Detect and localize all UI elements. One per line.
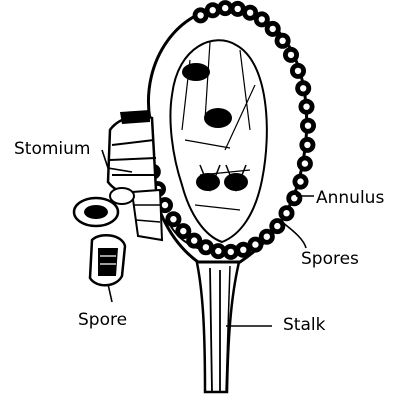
annulus-bead-lumen (304, 142, 310, 148)
spores-cluster (74, 188, 134, 226)
annulus-bead-lumen (191, 237, 197, 243)
annulus-bead-lumen (247, 10, 253, 16)
annulus-bead-lumen (197, 12, 203, 18)
label-spores: Spores (301, 249, 359, 269)
annulus-bead-lumen (222, 5, 228, 11)
label-spore: Spore (78, 310, 127, 330)
annulus-bead-lumen (259, 16, 265, 22)
annulus-bead-lumen (252, 241, 258, 247)
annulus-bead-lumen (264, 234, 270, 240)
label-stomium: Stomium (14, 139, 90, 159)
annulus-bead-lumen (170, 216, 176, 222)
annulus-bead-lumen (295, 68, 301, 74)
spore-shape (90, 235, 125, 285)
stalk-shape (196, 258, 240, 392)
annulus-bead-lumen (228, 249, 234, 255)
annulus-bead-lumen (302, 160, 308, 166)
annulus-bead-lumen (288, 52, 294, 58)
spores-leader (282, 222, 306, 248)
annulus-bead-lumen (297, 178, 303, 184)
annulus-bead-lumen (279, 38, 285, 44)
annulus-bead-lumen (305, 123, 311, 129)
annulus-bead-lumen (240, 247, 246, 253)
annulus-bead-lumen (303, 104, 309, 110)
label-stalk: Stalk (283, 315, 325, 335)
annulus-bead-lumen (270, 26, 276, 32)
spore-leader (108, 284, 112, 302)
label-annulus: Annulus (316, 188, 384, 208)
annulus-bead-lumen (300, 85, 306, 91)
annulus-bead-lumen (235, 6, 241, 12)
annulus-bead-lumen (162, 202, 168, 208)
annulus-bead-lumen (180, 228, 186, 234)
annulus-bead-lumen (210, 7, 216, 13)
annulus-bead-lumen (274, 223, 280, 229)
annulus-bead-lumen (283, 210, 289, 216)
annulus-bead-lumen (215, 248, 221, 254)
annulus-bead-lumen (203, 244, 209, 250)
